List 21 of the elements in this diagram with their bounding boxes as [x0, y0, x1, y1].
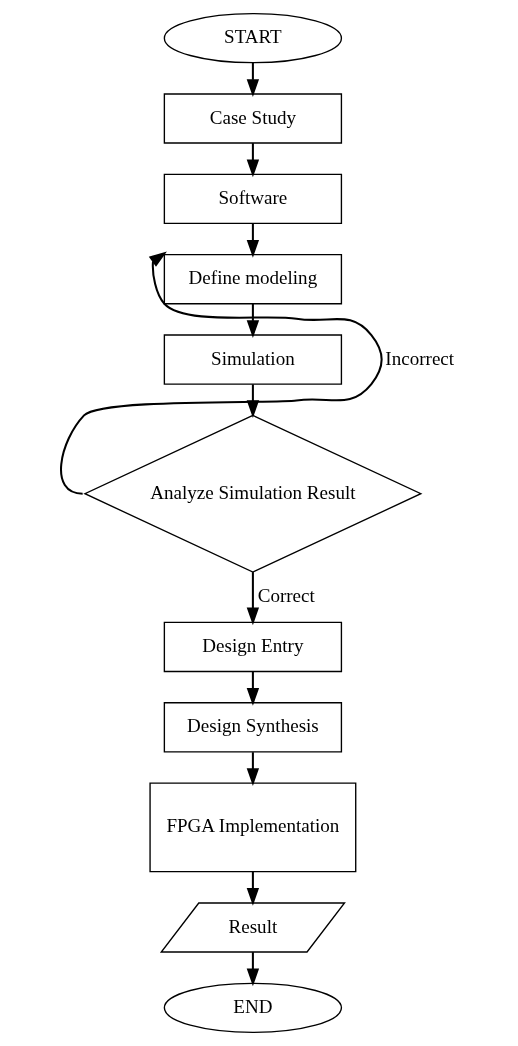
arrow [246, 752, 259, 786]
edge-label: Incorrect [384, 347, 454, 369]
node-box: FPGA Implementation [148, 782, 356, 873]
node-box: Design Synthesis [163, 702, 342, 753]
arrow [246, 223, 259, 258]
edge-label: Correct [257, 585, 315, 607]
arrow [246, 572, 259, 626]
arrow [246, 62, 259, 97]
node-diamond: Analyze Simulation Result [82, 414, 422, 573]
node-box: Design Entry [163, 621, 342, 673]
node-box: Case Study [163, 93, 342, 144]
arrow [246, 871, 259, 906]
node-ellipse: START [163, 12, 342, 64]
arrow [246, 143, 259, 178]
arrow [59, 251, 382, 495]
arrow [246, 952, 259, 987]
node-box: Software [163, 173, 342, 225]
node-box: Define modeling [163, 254, 342, 305]
arrow [246, 671, 259, 706]
node-box: Simulation [163, 334, 342, 385]
node-ellipse: END [163, 982, 342, 1034]
